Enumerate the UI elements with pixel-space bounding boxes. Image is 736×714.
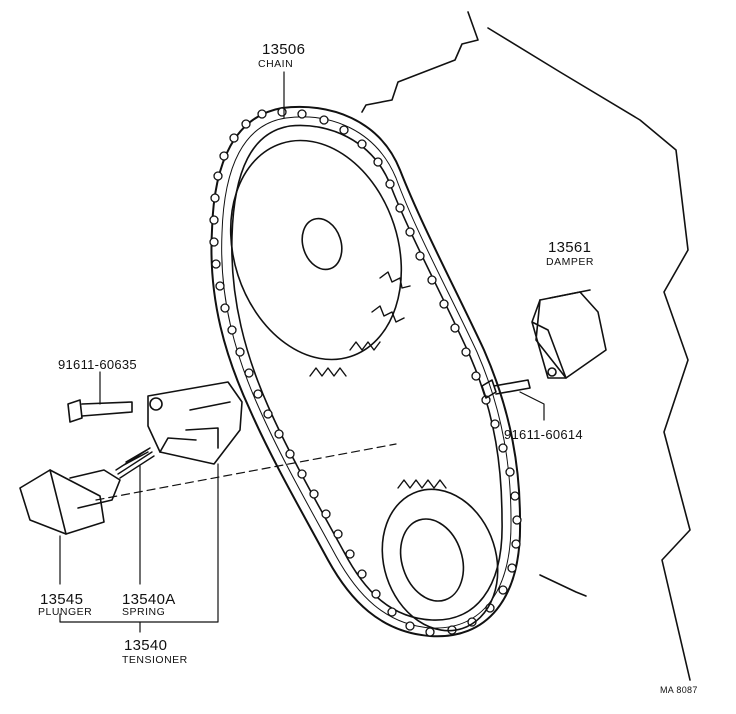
- chain-inner-loop: [231, 124, 503, 621]
- tensioner-bolt-hole: [149, 397, 163, 411]
- engine-block-edge: [487, 27, 691, 681]
- bolt-damper-leader: [519, 391, 545, 421]
- damper-part-name: DAMPER: [546, 256, 594, 268]
- plunger-face: [49, 469, 67, 535]
- chain-outer-loop: [210, 105, 522, 638]
- damper-bolt: [481, 379, 531, 399]
- tensioner-spring: [115, 447, 155, 479]
- engine-block-lower: [539, 574, 587, 597]
- tensioner-part-number: 13540: [124, 637, 168, 654]
- crank-sprocket-hub: [399, 518, 465, 602]
- figure-code: MA 8087: [660, 685, 698, 695]
- tensioner-bolt: [67, 399, 133, 423]
- cam-sprocket-hub: [301, 217, 343, 271]
- spring-part-number: 13540A: [122, 591, 176, 608]
- tensioner-part-name: TENSIONER: [122, 654, 188, 666]
- damper-part-number: 13561: [548, 239, 592, 256]
- crank-sprocket-teeth: [397, 479, 447, 489]
- tensioner-body: [147, 381, 243, 465]
- damper-bolt-hole: [547, 367, 557, 377]
- damper-bolt-number: 91611-60614: [504, 427, 583, 442]
- chain-part-name: CHAIN: [258, 58, 294, 70]
- damper-body: [535, 291, 607, 379]
- tensioner-bolt-number: 91611-60635: [58, 357, 137, 372]
- chain-part-number: 13506: [262, 41, 306, 58]
- plunger-part-name: PLUNGER: [38, 606, 93, 618]
- plunger-part-number: 13545: [40, 591, 84, 608]
- chain-mid-loop: [221, 116, 512, 629]
- tensioner-leader: [59, 463, 219, 633]
- spring-part-name: SPRING: [122, 606, 166, 618]
- chain-links: [209, 107, 522, 637]
- damper-top-edge: [549, 289, 591, 299]
- cam-sprocket-teeth: [309, 271, 411, 377]
- plunger-body: [19, 469, 105, 535]
- cam-sprocket: [229, 139, 403, 361]
- damper-face: [531, 299, 567, 379]
- plunger-shaft: [69, 469, 121, 509]
- tensioner-detail: [159, 401, 231, 453]
- engine-block-outline: [361, 11, 479, 113]
- crank-sprocket: [381, 488, 499, 632]
- alignment-dashed-line: [95, 443, 397, 501]
